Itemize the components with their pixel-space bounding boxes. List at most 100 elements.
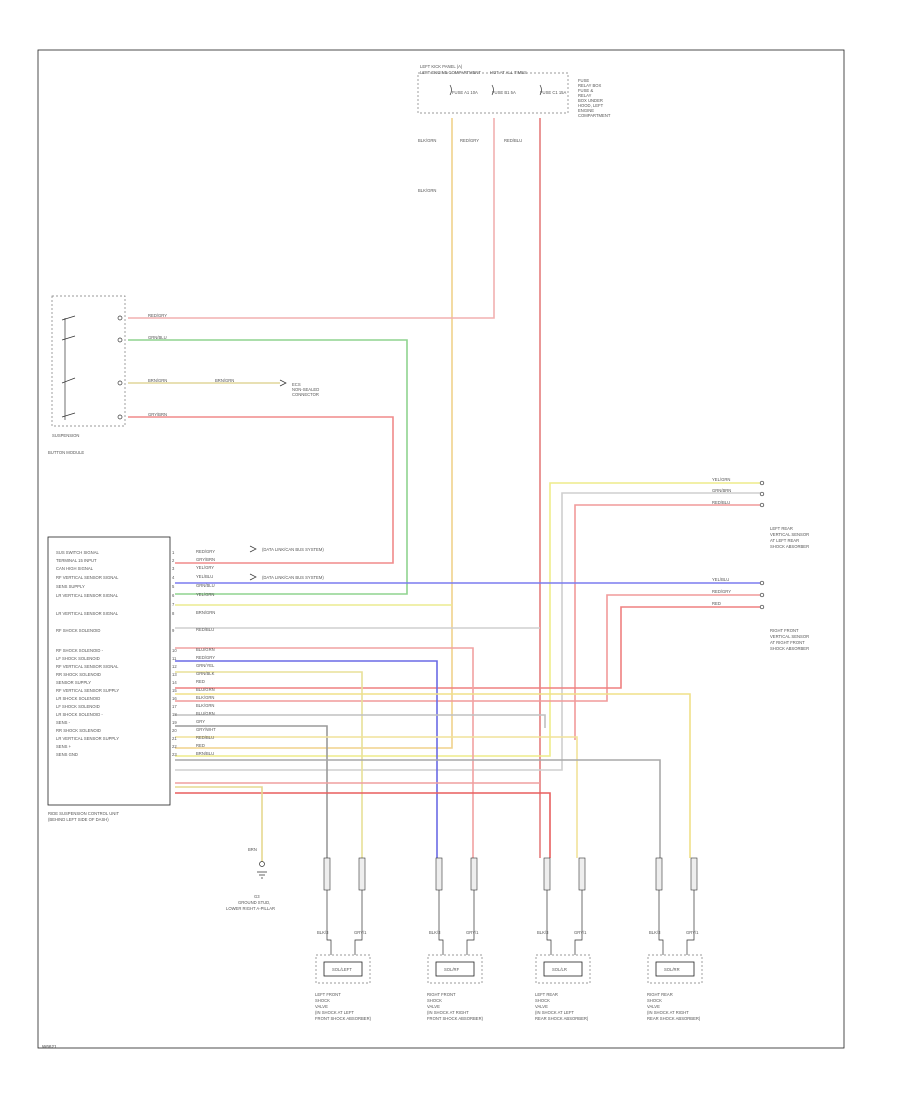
module-pin-number: 12 — [172, 664, 177, 669]
fuse-wire-label-1: BLK/GRN — [418, 138, 436, 143]
solenoid-pin-label: BLK/3 — [317, 930, 329, 935]
solenoid-lead — [658, 890, 664, 955]
svg-text:LEFT REAR: LEFT REAR — [770, 526, 793, 531]
solenoid-plug — [358, 857, 366, 891]
solenoid-plug — [435, 857, 443, 891]
solenoid-label: SHOCK — [315, 998, 330, 1003]
module-pin-number: 21 — [172, 736, 177, 741]
module-pin-name: SENS GND — [56, 752, 78, 757]
solenoid-label: FRONT SHOCK ABSORBER) — [315, 1016, 372, 1021]
diagram-frame — [37, 49, 845, 1049]
svg-text:GRN/BRN: GRN/BRN — [712, 488, 731, 493]
wire-sol-lr-2 — [175, 736, 578, 858]
fuse-wire-label-3: RED/BLU — [504, 138, 522, 143]
module-pin-name: TERMINAL 15 INPUT — [56, 558, 97, 563]
svg-text:FUSE C1 15A: FUSE C1 15A — [540, 90, 567, 95]
svg-text:LOWER RIGHT A-PILLAR: LOWER RIGHT A-PILLAR — [226, 906, 275, 911]
svg-text:FUSE: FUSE — [578, 78, 589, 83]
module-pin-number: 10 — [172, 648, 177, 653]
left-rear-sensor: YEL/GRN GRN/BRN RED/BLU LEFT REAR VERTIC… — [712, 477, 809, 549]
wire-rf-sensor-3 — [175, 606, 760, 689]
solenoid-box-label: SOL/LEFT — [332, 967, 352, 972]
module-pin-wire: RED — [196, 679, 205, 684]
solenoid-pin-label: GRY/1 — [686, 930, 699, 935]
module-pin-number: 23 — [172, 752, 177, 757]
right-front-sensor: YEL/BLU RED/GRY RED RIGHT FRONT VERTICAL… — [712, 577, 809, 651]
solenoid-label: FRONT SHOCK ABSORBER) — [427, 1016, 484, 1021]
solenoid-label: RIGHT REAR — [647, 992, 673, 997]
svg-text:RIGHT FRONT: RIGHT FRONT — [770, 628, 799, 633]
wire-lr-sensor-2 — [175, 492, 760, 771]
module-pin-name: RF SHOCK SOLENOID - — [56, 648, 104, 653]
module-pin-number: 6 — [172, 593, 175, 598]
wire-sol-rr-1 — [175, 759, 661, 858]
module-pin-name: RF SHOCK SOLENOID — [56, 628, 100, 633]
solenoid-pin-label: BLK/3 — [649, 930, 661, 935]
module-pin-name: LR VERTICAL SENSOR SIGNAL — [56, 593, 119, 598]
solenoid-label: RIGHT FRONT — [427, 992, 456, 997]
fuse-box: LEFT KICK PANEL (A) LEFT ENGINE COMPARTM… — [417, 64, 611, 118]
module-pin-number: 16 — [172, 696, 177, 701]
solenoid-plug — [655, 857, 663, 891]
solenoid-pin-label: BLK/3 — [537, 930, 549, 935]
svg-text:RED/GRY: RED/GRY — [148, 313, 167, 318]
solenoid-label: VALVE — [535, 1004, 548, 1009]
solenoid-label: REAR SHOCK ABSORBER) — [535, 1016, 589, 1021]
solenoid-label: SHOCK — [647, 998, 662, 1003]
wire-sol-rf-2 — [175, 647, 474, 858]
solenoid-coil — [323, 961, 363, 977]
module-pin-wire: GRY — [196, 719, 205, 724]
wire-sol-lf-2 — [175, 671, 363, 858]
module-pin-number: 5 — [172, 584, 175, 589]
module-pin-wire: YEL/GRY — [196, 565, 214, 570]
module-pin-wire: GRN/BLU — [196, 583, 215, 588]
module-pin-number: 19 — [172, 720, 177, 725]
solenoid-plug — [690, 857, 698, 891]
module-label-2: (BEHIND LEFT SIDE OF DASH) — [48, 817, 109, 822]
module-pin-number: 1 — [172, 550, 175, 555]
solenoid-label: VALVE — [315, 1004, 328, 1009]
module-pin-number: 9 — [172, 628, 175, 633]
svg-text:G3: G3 — [254, 894, 260, 899]
module-pin-number: 13 — [172, 672, 177, 677]
solenoid-pin-label: GRY/1 — [574, 930, 587, 935]
solenoid-plug — [543, 857, 551, 891]
svg-text:FUSE A1 10A: FUSE A1 10A — [452, 90, 478, 95]
svg-text:HOT AT ALL TIMES: HOT AT ALL TIMES — [490, 70, 527, 75]
ground-symbol: BRN G3 GROUND STUD, LOWER RIGHT A-PILLAR — [226, 847, 275, 911]
solenoid-plug — [578, 857, 586, 891]
fuse-wire-label-mid: BLK/GRN — [418, 188, 436, 193]
module-pin-wire: BLU/GRN — [196, 687, 215, 692]
svg-text:VERTICAL SENSOR: VERTICAL SENSOR — [770, 634, 809, 639]
solenoid-plug — [470, 857, 478, 891]
module-pin-name: CAN HIGH SIGNAL — [56, 566, 94, 571]
solenoid-lead — [686, 890, 695, 955]
wire-sol-extra-2 — [175, 714, 546, 728]
solenoid-lead — [354, 890, 363, 955]
module-pin-number: 4 — [172, 575, 175, 580]
module-pin-number: 18 — [172, 712, 177, 717]
svg-text:BRN/GRN: BRN/GRN — [215, 378, 234, 383]
fuse-wire-label-2: RED/GRY — [460, 138, 479, 143]
module-pin-name: LF SHOCK SOLENOID — [56, 704, 100, 709]
solenoid-box — [427, 954, 483, 984]
svg-text:BRN: BRN — [248, 847, 257, 852]
can-note-2: (DATA LINK/CAN BUS SYSTEM) — [262, 575, 324, 580]
can-arrow-1 — [249, 545, 257, 553]
module-label-1: RIDE SUSPENSION CONTROL UNIT — [48, 811, 119, 816]
module-pin-wire: BRN/BLU — [196, 751, 214, 756]
module-pin-number: 17 — [172, 704, 177, 709]
solenoid-pin-label: BLK/3 — [429, 930, 441, 935]
solenoid-label: VALVE — [427, 1004, 440, 1009]
module-pin-wire: BRN/GRN — [196, 610, 215, 615]
svg-text:NON-SEALED: NON-SEALED — [292, 387, 319, 392]
solenoid-lead — [546, 890, 552, 955]
svg-text:SHOCK ABSORBER: SHOCK ABSORBER — [770, 646, 809, 651]
module-pin-name: SENS + — [56, 744, 72, 749]
module-pin-name: SENS SUPPLY — [56, 584, 85, 589]
module-pin-wire: RED/BLU — [196, 627, 214, 632]
